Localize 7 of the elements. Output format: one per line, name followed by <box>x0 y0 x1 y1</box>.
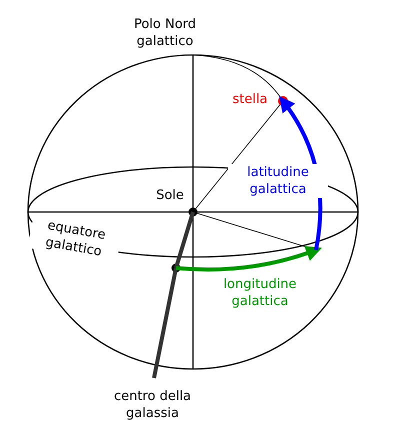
edge-label: latitudine galattica <box>228 164 328 198</box>
line <box>174 211 195 269</box>
pole-label: Polo Nord galattico <box>132 16 198 50</box>
node-label: centro della galassia <box>95 388 210 422</box>
curved-arrow <box>176 246 322 272</box>
star-label: stella <box>225 91 275 108</box>
sun-label: Sole <box>148 187 192 204</box>
